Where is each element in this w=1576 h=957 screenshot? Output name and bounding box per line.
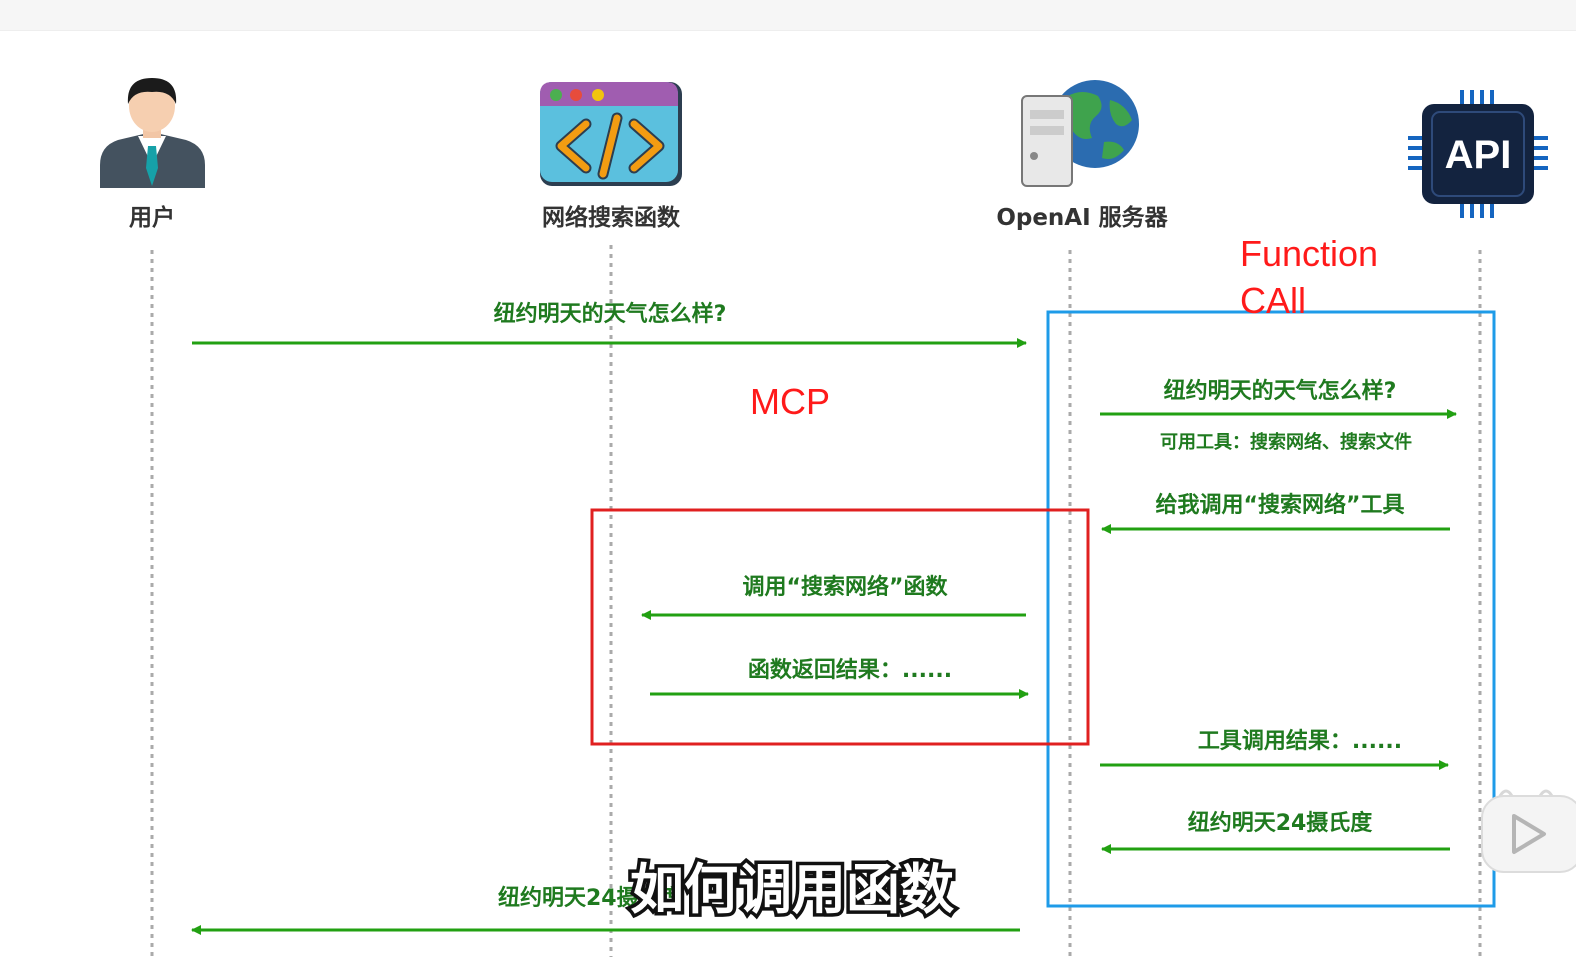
function-call-line-2: CAll — [1240, 280, 1306, 321]
api-chip-icon: API — [1408, 90, 1548, 218]
businessman-icon — [100, 78, 205, 188]
mcp-annotation: MCP — [750, 381, 830, 422]
function-call-line-1: Function — [1240, 233, 1378, 274]
actor-openai-label: OpenAI 服务器 — [996, 205, 1168, 231]
play-icon — [1512, 814, 1546, 854]
message-label-4: 调用“搜索网络”函数 — [743, 574, 949, 600]
actor-user-label: 用户 — [129, 204, 175, 231]
video-subtitle: 如何调用函数 — [630, 858, 954, 921]
play-button[interactable] — [1481, 789, 1576, 873]
message-label-1: 纽约明天的天气怎么样? — [494, 301, 727, 327]
mcp-box — [590, 508, 1090, 746]
message-sublabel-2: 可用工具：搜索网络、搜索文件 — [1160, 431, 1412, 453]
function-call-annotation: Function CAll — [1240, 233, 1388, 321]
code-window-icon — [540, 82, 682, 186]
message-label-2: 纽约明天的天气怎么样? — [1164, 378, 1397, 404]
server-globe-icon — [1021, 80, 1139, 187]
function-call-box — [1046, 310, 1496, 908]
message-label-8: 纽约明天24摄氏度 — [498, 885, 684, 911]
message-label-3: 给我调用“搜索网络”工具 — [1156, 492, 1405, 518]
api-chip-label: API — [1445, 133, 1512, 177]
message-label-6: 工具调用结果：...... — [1198, 728, 1402, 754]
message-label-5: 函数返回结果：...... — [748, 657, 952, 683]
message-label-7: 纽约明天24摄氏度 — [1188, 810, 1374, 836]
actor-web-search-label: 网络搜索函数 — [542, 204, 681, 231]
top-bar — [0, 0, 1576, 31]
